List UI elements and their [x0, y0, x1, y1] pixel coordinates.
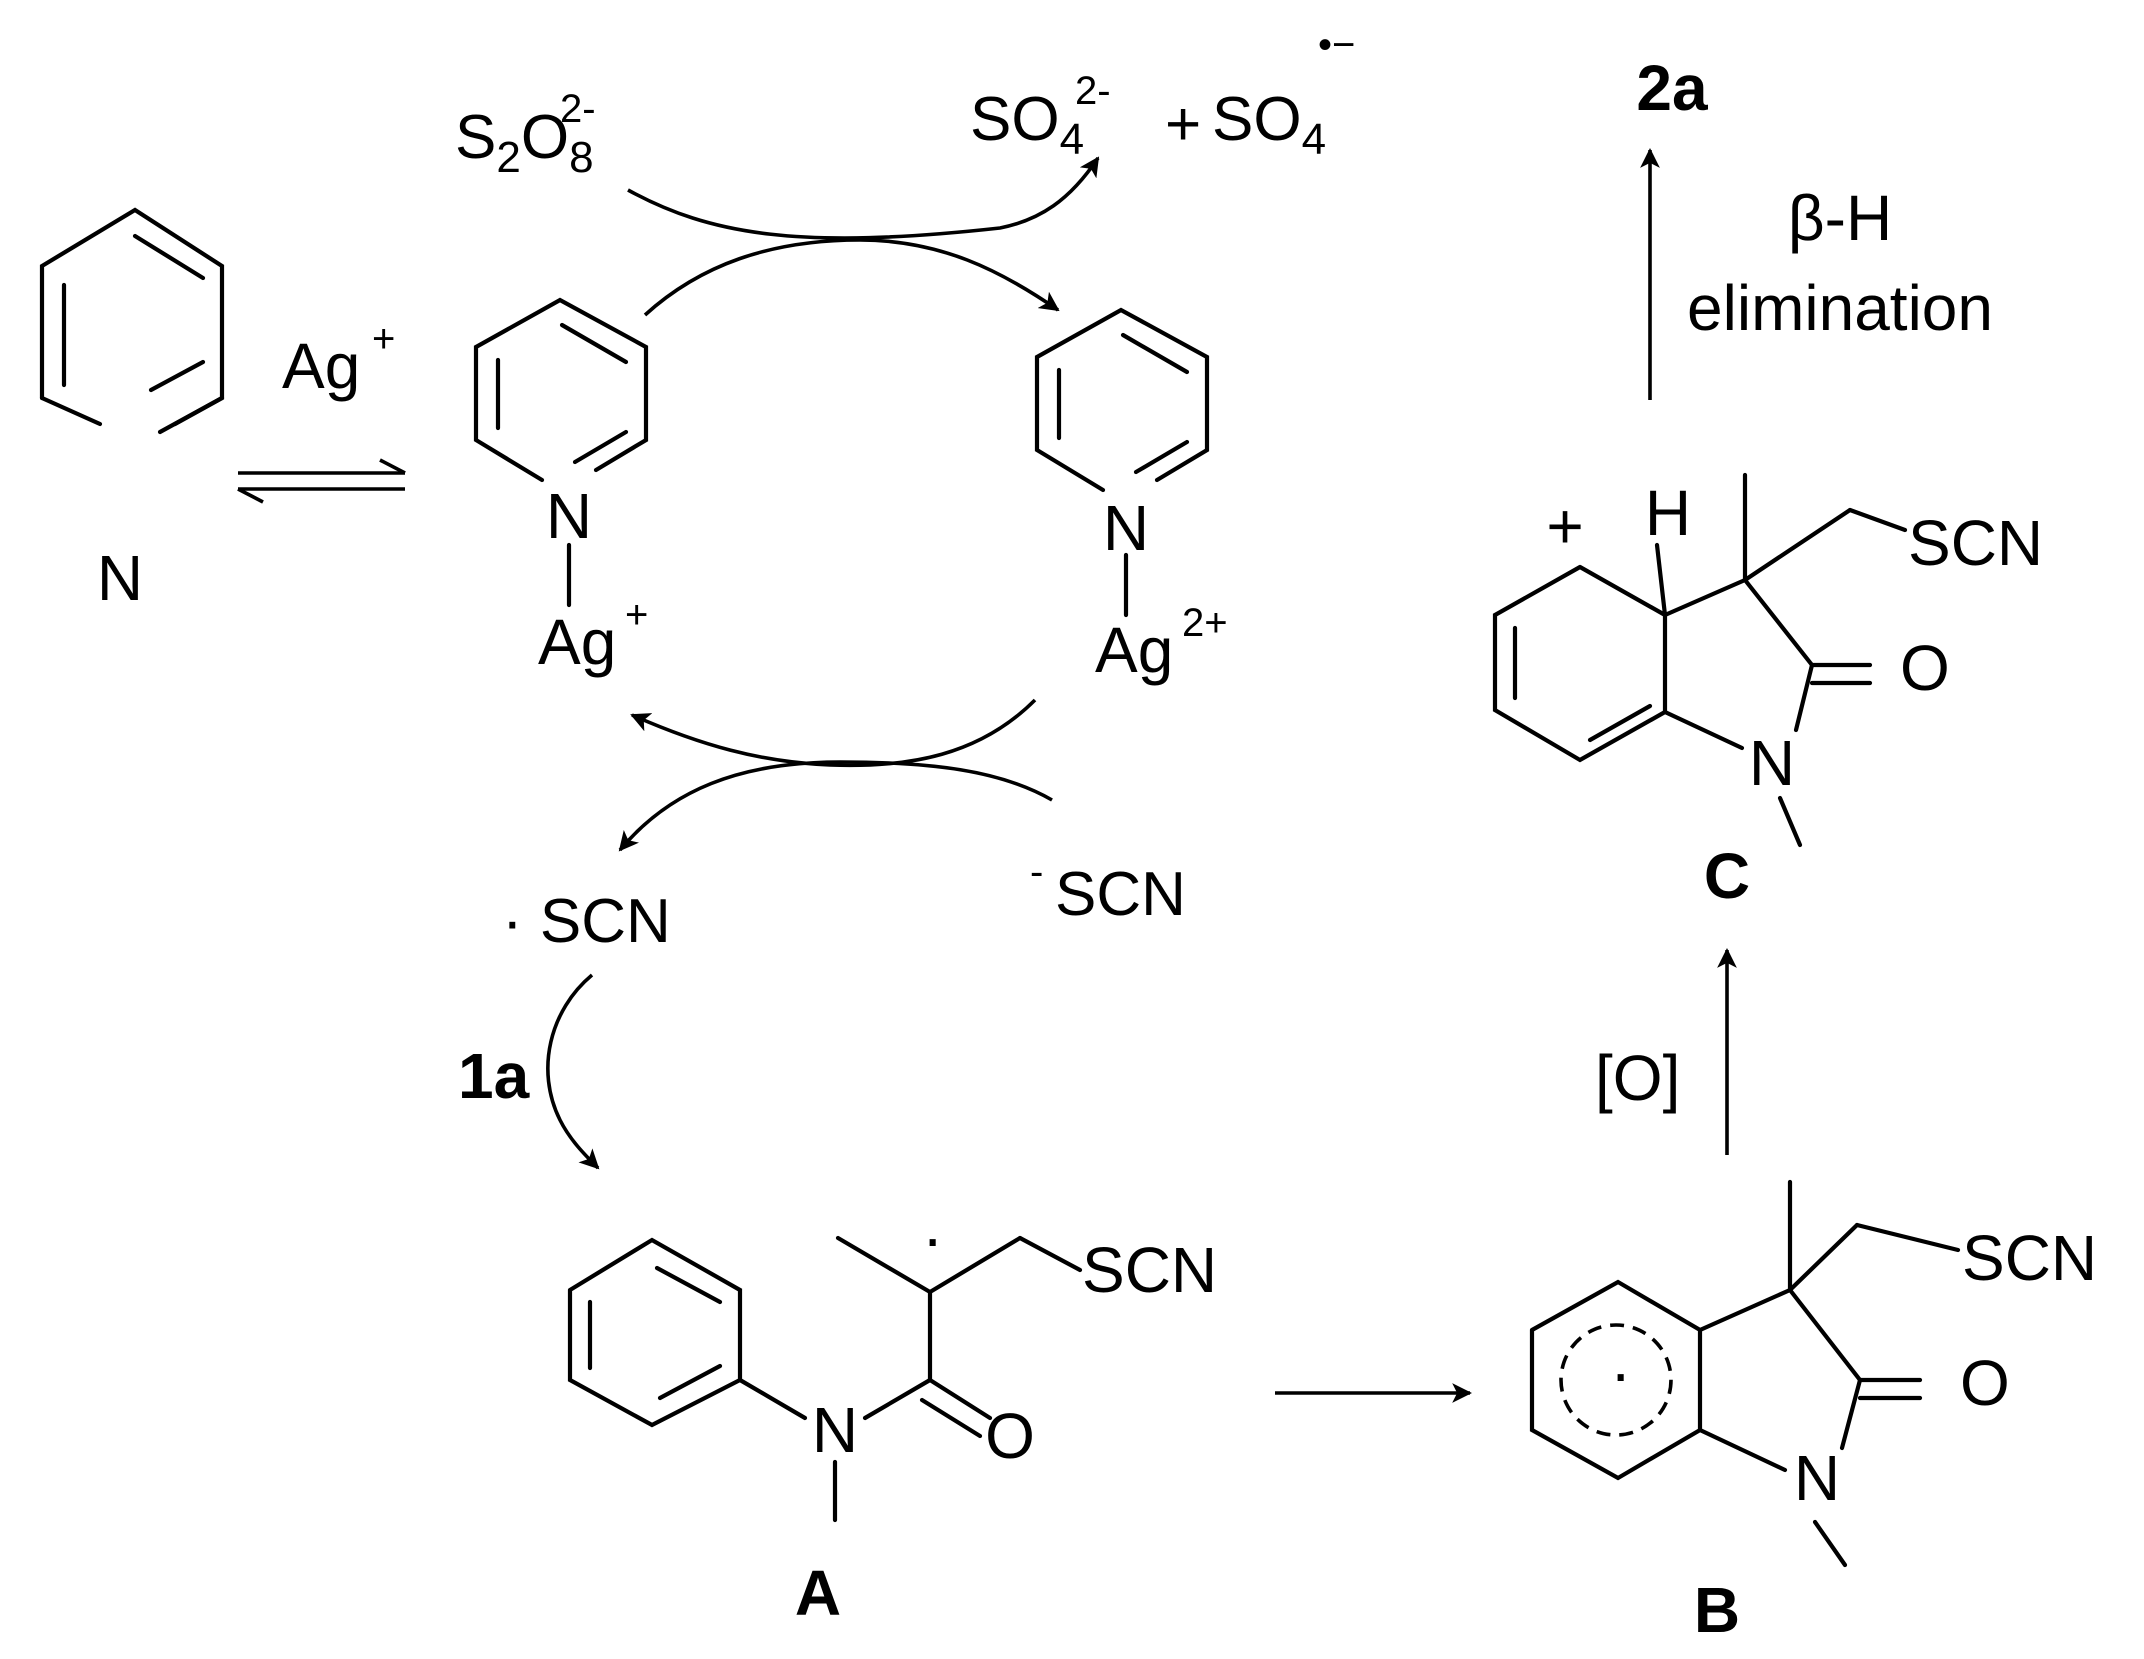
- persulfate-charge: 2-: [560, 87, 596, 131]
- c-scn-group: SCN: [1908, 507, 2043, 579]
- b-radical-dot: ·: [1610, 1337, 1631, 1409]
- complex2-ag-charge: 2+: [1182, 601, 1228, 645]
- intermediate-c-structure: + H N O SCN: [1492, 472, 2043, 848]
- sulfate-text: SO4: [970, 85, 1084, 164]
- c-h-atom: H: [1645, 477, 1691, 549]
- complex1-ag-charge: +: [625, 593, 648, 637]
- a-scn-group: SCN: [1082, 1234, 1217, 1306]
- c-plus-charge: +: [1546, 490, 1583, 562]
- persulfate-text: S2O8: [455, 103, 594, 182]
- a-radical-dot: ·: [922, 1202, 943, 1274]
- sulfate-radical-charge: •−: [1318, 23, 1355, 67]
- pyridine-ag-plus-complex: N Ag +: [473, 297, 648, 678]
- c-o-atom: O: [1900, 632, 1950, 704]
- intermediate-a-structure: N O · SCN: [567, 1202, 1217, 1523]
- pyridine-n-atom: N: [97, 542, 143, 614]
- intermediate-b-structure: N O · SCN: [1529, 1179, 2097, 1568]
- complex2-n-atom: N: [1103, 492, 1149, 564]
- complex2-ag-atom: Ag: [1095, 614, 1173, 686]
- ag-plus-charge: +: [372, 317, 395, 361]
- b-n-atom: N: [1794, 1442, 1840, 1514]
- elimination-label-line1: β-H: [1788, 182, 1892, 254]
- sulfate-radical-text: SO4: [1212, 85, 1326, 164]
- bottom-redox-arrows: [618, 698, 1053, 852]
- elimination-label-line2: elimination: [1687, 272, 1993, 344]
- complex1-n-atom: N: [546, 480, 592, 552]
- complex1-ag-atom: Ag: [538, 606, 616, 678]
- thiocyanate-anion-charge: -: [1030, 850, 1043, 894]
- oxidant-label: [O]: [1595, 1042, 1680, 1114]
- a-n-atom: N: [812, 1394, 858, 1466]
- substrate-1a-label: 1a: [458, 1040, 530, 1112]
- intermediate-b-label: B: [1694, 1574, 1740, 1646]
- intermediate-a-label: A: [795, 1557, 841, 1629]
- ag-plus-label: Ag: [282, 330, 360, 402]
- a-o-atom: O: [985, 1400, 1035, 1472]
- sulfate-charge: 2-: [1075, 69, 1111, 113]
- pyridine-ag2-complex: N Ag 2+: [1034, 307, 1228, 686]
- top-redox-arrows: [627, 156, 1100, 317]
- b-scn-group: SCN: [1962, 1222, 2097, 1294]
- c-n-atom: N: [1749, 727, 1795, 799]
- pyridine-free: N: [39, 207, 225, 614]
- product-2a-label: 2a: [1636, 52, 1708, 124]
- plus-sign: +: [1165, 90, 1201, 159]
- equilibrium-arrows: [237, 458, 406, 504]
- radical-addition-arrow: [546, 973, 600, 1170]
- thiocyanate-anion-text: SCN: [1055, 860, 1186, 929]
- intermediate-c-label: C: [1704, 840, 1750, 912]
- b-o-atom: O: [1960, 1347, 2010, 1419]
- thiocyanate-radical-text: · SCN: [502, 887, 671, 956]
